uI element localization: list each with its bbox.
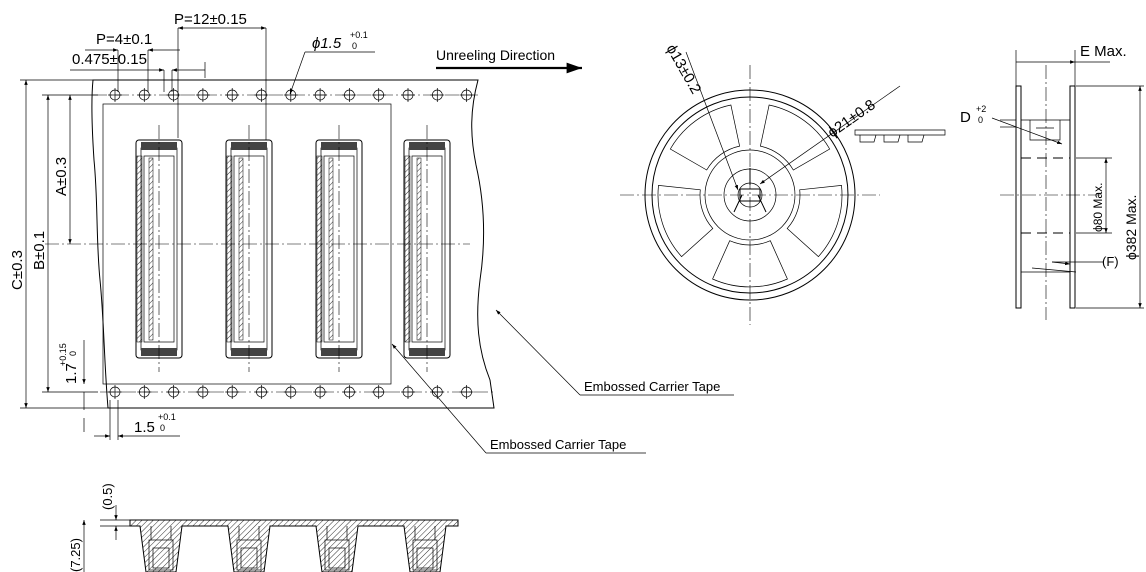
a-dim-label: A±0.3 — [53, 157, 70, 196]
bottom-dim-label: 1.5 — [134, 419, 155, 436]
connector-pocket — [135, 125, 183, 372]
bottom-dim-tol-upper: +0.1 — [158, 412, 176, 422]
section-height-label: (7.25) — [68, 538, 83, 572]
pitch-large-label: P=12±0.15 — [174, 11, 247, 28]
connector-pocket — [225, 125, 273, 372]
tape-leader — [854, 129, 946, 136]
sprocket-holes-bottom — [108, 385, 474, 399]
section-profile — [129, 519, 459, 572]
e-max-label: E Max. — [1080, 43, 1127, 60]
section-pocket — [412, 526, 438, 571]
callout-embossed-tape-2: Embossed Carrier Tape — [490, 437, 626, 452]
c-dim-label: C±0.3 — [9, 250, 26, 290]
reel-max-label: ϕ382 Max. — [1123, 195, 1139, 260]
d-dim-label: D — [960, 109, 971, 126]
hub-max-label: ϕ80 Max. — [1091, 183, 1105, 232]
pitch-small-label: P=4±0.1 — [96, 31, 152, 48]
connector-pocket — [315, 125, 363, 372]
edge-dim-tol-lower: 0 — [68, 351, 78, 356]
hole-offset-label: 0.475±0.15 — [72, 51, 147, 68]
d-dim-tol-lower: 0 — [978, 115, 983, 125]
connector-pocket — [403, 125, 451, 372]
b-dim-label: B±0.1 — [31, 231, 48, 270]
section-pocket — [236, 526, 262, 571]
sprocket-holes-top — [108, 88, 474, 102]
bottom-dim-tol-lower: 0 — [160, 423, 165, 433]
edge-dim-label: 1.7 — [63, 363, 80, 384]
unreeling-label: Unreeling Direction — [436, 47, 555, 63]
section-pocket — [324, 526, 350, 571]
d-dim-tol-upper: +2 — [976, 104, 986, 114]
callout-embossed-tape-1: Embossed Carrier Tape — [584, 379, 720, 394]
tape-outline — [91, 79, 495, 409]
section-pocket-contents — [148, 526, 438, 571]
edge-dim-tol-upper: +0.15 — [58, 343, 68, 366]
tape-section-view — [82, 505, 459, 572]
reel-window-cutouts — [657, 104, 843, 288]
tape-top-view — [45, 79, 495, 409]
hole-dia-tol-lower: 0 — [352, 41, 357, 51]
arbor-dia-label: ϕ21±0.8 — [825, 96, 879, 141]
reel-front-view — [620, 51, 946, 325]
hole-dia-tol-upper: +0.1 — [350, 30, 368, 40]
reel-side-view — [991, 50, 1144, 320]
hole-dia-label: ϕ1.5 — [312, 35, 342, 52]
hub-dia-label: ϕ13±0.2 — [663, 42, 705, 97]
f-dim-label: (F) — [1102, 254, 1119, 269]
top-dimensions — [70, 26, 375, 140]
section-top-label: (0.5) — [100, 483, 115, 510]
connector-pockets — [135, 125, 451, 372]
section-pocket — [148, 526, 174, 571]
left-dimensions — [20, 79, 180, 440]
